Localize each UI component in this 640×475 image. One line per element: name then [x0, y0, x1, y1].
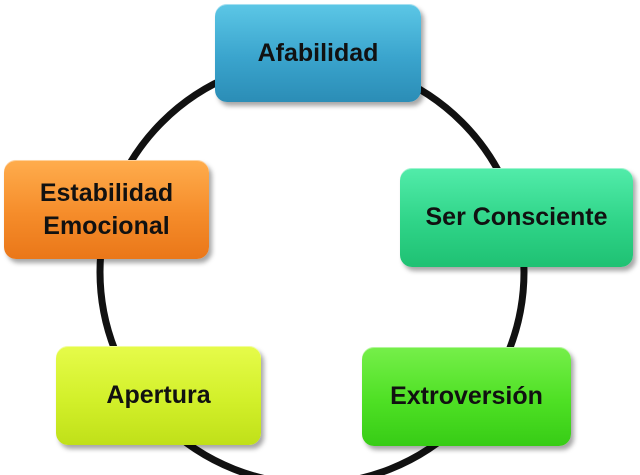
node-extroversion: Extroversión [362, 347, 571, 446]
node-afabilidad-label: Afabilidad [257, 38, 379, 67]
node-apertura-label: Apertura [106, 381, 211, 410]
node-estabilidad-emocional: Estabilidad Emocional [4, 160, 209, 259]
node-ser-consciente: Ser Consciente [400, 168, 633, 267]
node-afabilidad: Afabilidad [215, 4, 421, 102]
node-extroversion-label: Extroversión [390, 382, 543, 411]
node-apertura: Apertura [56, 346, 261, 445]
node-estabilidad-label-line2: Emocional [43, 211, 170, 240]
node-estabilidad-label-line1: Estabilidad [39, 179, 174, 207]
node-ser-consciente-label: Ser Consciente [425, 203, 608, 232]
